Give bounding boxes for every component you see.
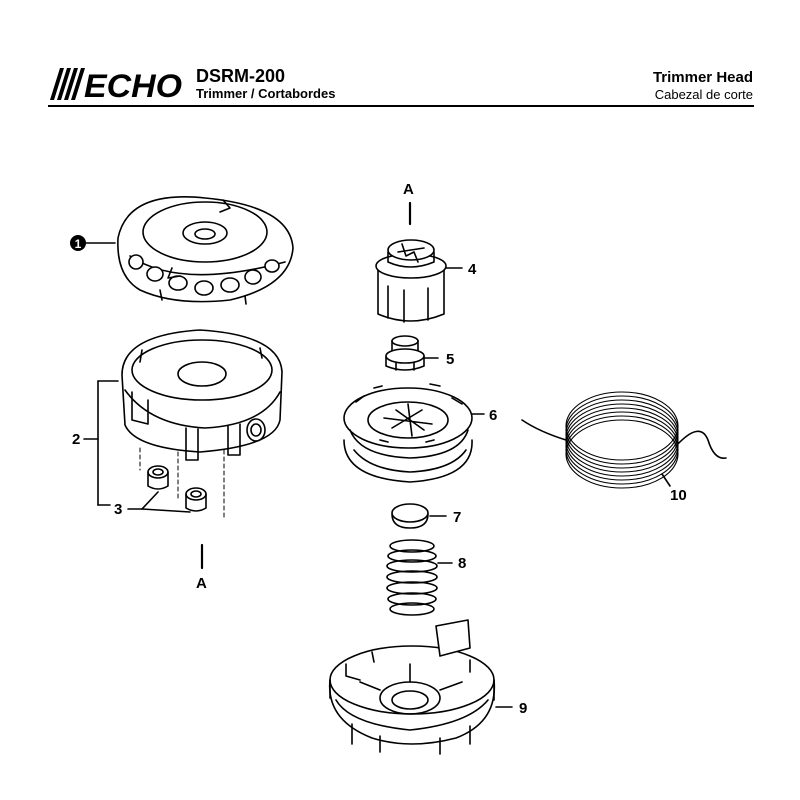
part-10-trimmer-line[interactable] — [521, 391, 727, 489]
part-label-9: 9 — [519, 700, 527, 717]
part-9-base[interactable] — [328, 619, 496, 755]
part-7-button[interactable] — [391, 503, 429, 529]
callout-4: 4 — [445, 261, 477, 278]
part-label-7: 7 — [453, 509, 461, 526]
callout-7: 7 — [429, 509, 461, 526]
part-8-spring[interactable] — [386, 539, 438, 616]
section-title: Trimmer Head — [652, 69, 753, 86]
ref-marker-a-bottom: A — [196, 543, 207, 592]
callout-8: 8 — [437, 555, 466, 572]
ref-a-top-label: A — [403, 181, 414, 198]
header-rule — [48, 105, 754, 107]
callout-6: 6 — [471, 407, 497, 424]
callout-1: 1 — [70, 235, 116, 251]
ref-a-bottom-label: A — [196, 575, 207, 592]
ref-marker-a-top: A — [403, 181, 414, 226]
product-subtitle: Trimmer / Cortabordes — [196, 86, 336, 101]
page-header: ECHO DSRM-200 Trimmer / Cortabordes Trim… — [0, 0, 800, 110]
part-4-adapter[interactable] — [375, 239, 447, 323]
part-label-5: 5 — [446, 351, 454, 368]
part-5-nut[interactable] — [385, 335, 425, 371]
callout-9: 9 — [495, 700, 527, 717]
part-label-2: 2 — [72, 431, 80, 448]
part-label-4: 4 — [468, 261, 477, 278]
part-label-10: 10 — [670, 487, 687, 504]
callout-3: 3 — [114, 491, 191, 518]
part-2-housing[interactable] — [121, 329, 283, 461]
model-number: DSRM-200 — [196, 66, 286, 86]
callout-2: 2 — [72, 380, 119, 506]
echo-logo: ECHO — [50, 68, 182, 102]
part-label-6: 6 — [489, 407, 497, 424]
section-subtitle: Cabezal de corte — [654, 87, 753, 102]
callout-5: 5 — [423, 351, 454, 368]
part-label-3: 3 — [114, 501, 122, 518]
logo-slashes — [50, 68, 85, 100]
part-label-1: 1 — [75, 237, 82, 251]
part-label-8: 8 — [458, 555, 466, 572]
part-6-spool[interactable] — [343, 383, 473, 483]
logo-wordmark: ECHO — [84, 68, 182, 102]
part-3-grommets[interactable] — [139, 447, 225, 521]
callout-10: 10 — [661, 473, 687, 504]
part-1-cover[interactable] — [117, 196, 294, 305]
